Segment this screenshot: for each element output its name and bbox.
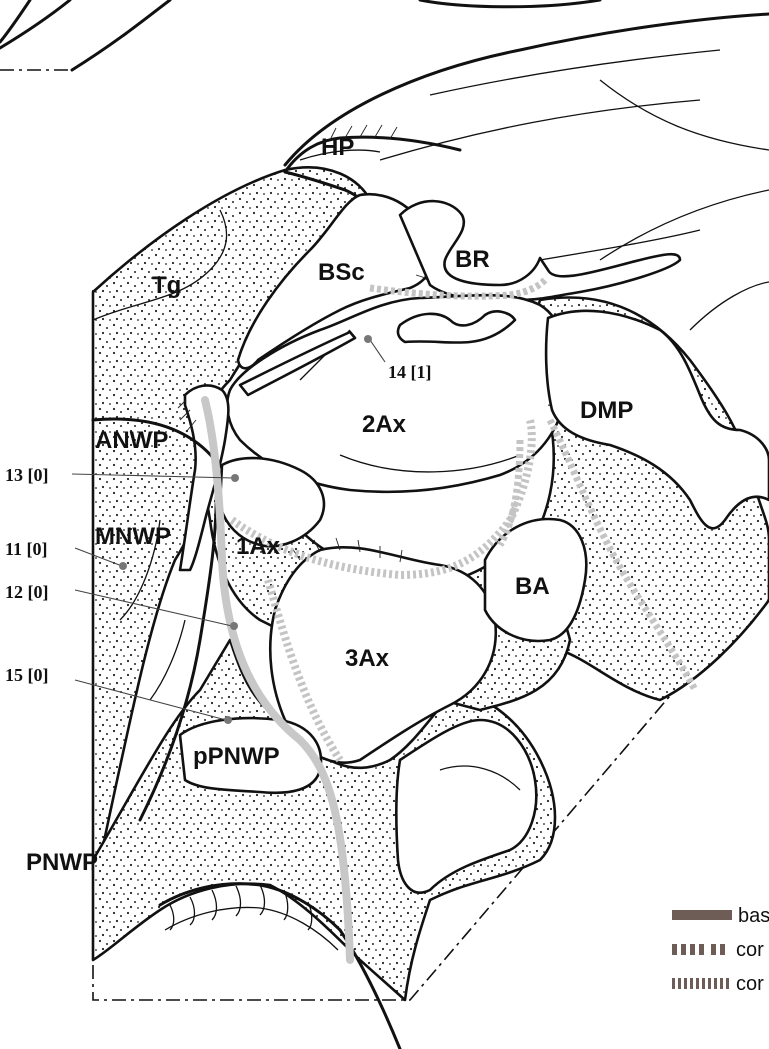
label-hp: HP xyxy=(321,134,354,161)
legend-swatch-solid xyxy=(672,910,732,920)
legend-text-3: cor xyxy=(736,973,764,995)
ref-15: 15 [0] xyxy=(5,665,49,685)
legend-swatch-broken xyxy=(672,944,725,955)
label-1ax: 1Ax xyxy=(236,533,281,560)
label-bsc: BSc xyxy=(318,259,365,286)
ref-14: 14 [1] xyxy=(388,362,432,382)
legend-text-1: bas xyxy=(738,905,769,927)
label-tg: Tg xyxy=(152,272,181,299)
label-dmp: DMP xyxy=(580,397,633,424)
top-left-fragment xyxy=(0,0,170,70)
label-ppnwp: pPNWP xyxy=(193,743,280,770)
label-ba: BA xyxy=(515,573,550,600)
label-2ax: 2Ax xyxy=(362,411,407,438)
legend-swatch-fine xyxy=(672,978,729,989)
ref-12: 12 [0] xyxy=(5,582,49,602)
ref-13: 13 [0] xyxy=(5,465,49,485)
label-br: BR xyxy=(455,246,490,273)
label-3ax: 3Ax xyxy=(345,645,390,672)
label-anwp: ANWP xyxy=(95,427,168,454)
label-mnwp: MNWP xyxy=(95,523,171,550)
legend: bas cor cor xyxy=(672,905,769,995)
legend-text-2: cor xyxy=(736,939,764,961)
label-pnwp: PNWP xyxy=(26,849,98,876)
ref-11: 11 [0] xyxy=(5,539,48,559)
